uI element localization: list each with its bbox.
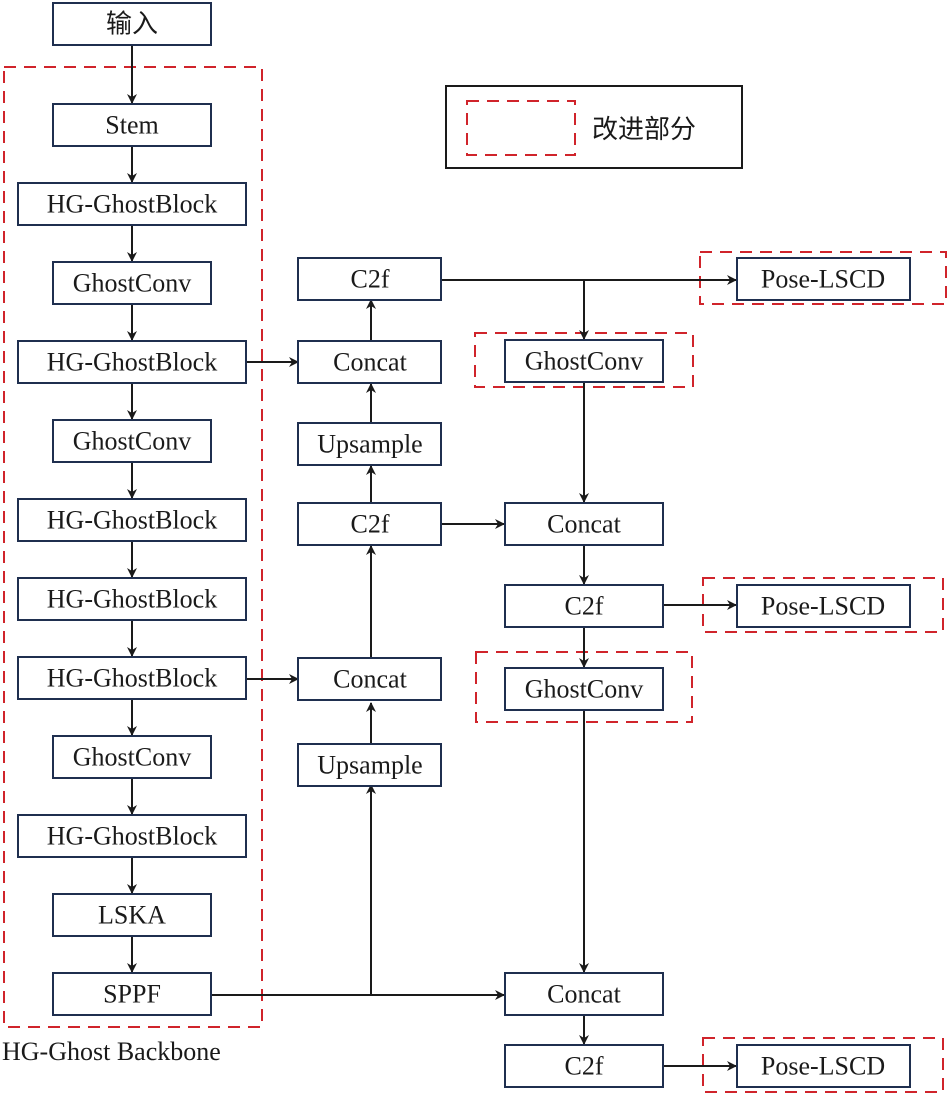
node-head-c2f-1: C2f xyxy=(504,584,664,628)
node-neck-concat-2: Concat xyxy=(297,657,442,701)
legend: 改进部分 xyxy=(445,85,743,169)
node-pose3-label: Pose-LSCD xyxy=(761,1052,885,1081)
node-hg-ghostblock-2: HG-GhostBlock xyxy=(17,340,247,384)
node-pose2-label: Pose-LSCD xyxy=(761,592,885,621)
node-gc1-label: GhostConv xyxy=(73,269,191,298)
node-input-label: 输入 xyxy=(106,10,158,39)
node-neck-c2f-mid-label: C2f xyxy=(351,510,390,539)
node-ghostconv-1: GhostConv xyxy=(52,261,212,305)
node-head-gc1-label: GhostConv xyxy=(525,347,643,376)
node-sppf: SPPF xyxy=(52,972,212,1016)
node-head-concat1-label: Concat xyxy=(547,510,621,539)
node-hg-ghostblock-5: HG-GhostBlock xyxy=(17,656,247,700)
node-lska: LSKA xyxy=(52,893,212,937)
node-hg4-label: HG-GhostBlock xyxy=(47,585,217,614)
node-neck-upsample-2: Upsample xyxy=(297,743,442,787)
legend-label: 改进部分 xyxy=(592,115,696,144)
node-neck-concat2-label: Concat xyxy=(333,665,407,694)
node-ghostconv-3: GhostConv xyxy=(52,735,212,779)
node-neck-c2f-top: C2f xyxy=(297,257,442,301)
node-lska-label: LSKA xyxy=(98,901,166,930)
node-neck-c2f-top-label: C2f xyxy=(351,265,390,294)
node-ghostconv-2: GhostConv xyxy=(52,419,212,463)
node-pose-lscd-3: Pose-LSCD xyxy=(736,1044,911,1088)
node-neck-upsample-1: Upsample xyxy=(297,422,442,466)
node-hg6-label: HG-GhostBlock xyxy=(47,822,217,851)
node-head-c2f2-label: C2f xyxy=(565,1052,604,1081)
pose1-improved-region xyxy=(699,251,947,305)
node-head-concat-2: Concat xyxy=(504,972,664,1016)
node-hg3-label: HG-GhostBlock xyxy=(47,506,217,535)
node-hg-ghostblock-4: HG-GhostBlock xyxy=(17,577,247,621)
node-neck-concat-1: Concat xyxy=(297,340,442,384)
node-hg2-label: HG-GhostBlock xyxy=(47,348,217,377)
node-head-gc2-label: GhostConv xyxy=(525,675,643,704)
node-input: 输入 xyxy=(52,2,212,46)
node-hg-ghostblock-3: HG-GhostBlock xyxy=(17,498,247,542)
node-neck-up2-label: Upsample xyxy=(317,751,422,780)
node-pose1-label: Pose-LSCD xyxy=(761,265,885,294)
node-neck-c2f-mid: C2f xyxy=(297,502,442,546)
node-neck-up1-label: Upsample xyxy=(317,430,422,459)
node-gc2-label: GhostConv xyxy=(73,427,191,456)
node-sppf-label: SPPF xyxy=(103,980,161,1009)
node-hg-ghostblock-6: HG-GhostBlock xyxy=(17,814,247,858)
node-stem: Stem xyxy=(52,103,212,147)
node-neck-concat1-label: Concat xyxy=(333,348,407,377)
node-pose-lscd-1: Pose-LSCD xyxy=(736,257,911,301)
backbone-caption: HG-Ghost Backbone xyxy=(2,1037,221,1066)
node-hg1-label: HG-GhostBlock xyxy=(47,190,217,219)
node-head-c2f1-label: C2f xyxy=(565,592,604,621)
node-pose-lscd-2: Pose-LSCD xyxy=(736,584,911,628)
node-head-concat-1: Concat xyxy=(504,502,664,546)
node-head-concat2-label: Concat xyxy=(547,980,621,1009)
node-gc3-label: GhostConv xyxy=(73,743,191,772)
node-hg5-label: HG-GhostBlock xyxy=(47,664,217,693)
node-head-ghostconv-1: GhostConv xyxy=(504,339,664,383)
node-head-c2f-2: C2f xyxy=(504,1044,664,1088)
node-stem-label: Stem xyxy=(105,111,158,140)
connectors xyxy=(127,45,737,1071)
node-head-ghostconv-2: GhostConv xyxy=(504,667,664,711)
node-hg-ghostblock-1: HG-GhostBlock xyxy=(17,182,247,226)
